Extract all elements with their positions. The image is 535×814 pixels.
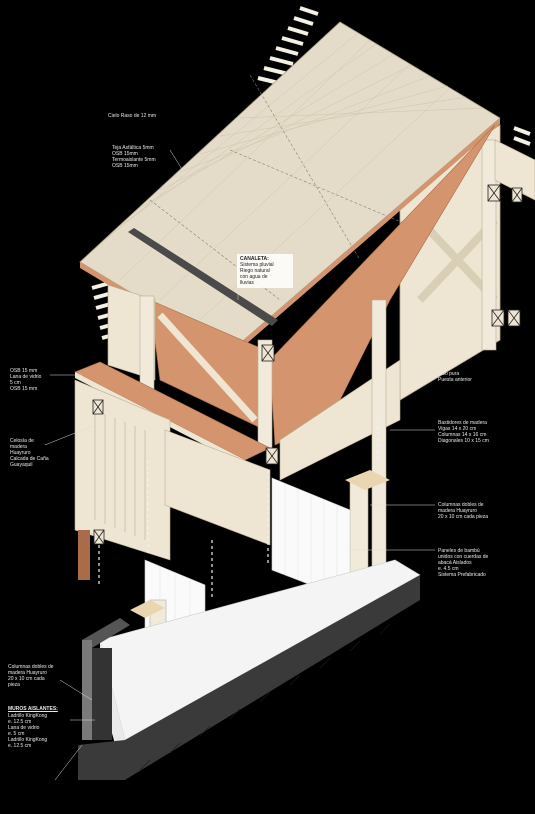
roof-edge-osb-right bbox=[230, 118, 500, 358]
column-cap-right bbox=[345, 470, 390, 490]
right-eave bbox=[494, 139, 535, 201]
label-canaleta-title: CANALETA: bbox=[240, 256, 269, 262]
left-gable-brace bbox=[157, 312, 258, 423]
foundation-front bbox=[125, 575, 420, 780]
right-column-lower bbox=[349, 479, 369, 581]
label-muros-desc: Ladrillo KingKong e. 12.5 cm Lana de vid… bbox=[8, 713, 48, 749]
celosia-lattice bbox=[94, 410, 146, 540]
foundation-hatch bbox=[139, 623, 391, 771]
gable-osb-panel bbox=[269, 124, 496, 446]
left-wall-base-column bbox=[78, 530, 90, 580]
insulating-wall-face bbox=[92, 648, 112, 740]
insulating-wall-side bbox=[82, 640, 92, 740]
label-muros-title: MUROS AISLANTES: bbox=[8, 706, 58, 712]
label-canaleta-desc: Sistema pluvial Riego natural con agua d… bbox=[240, 262, 274, 286]
label-bastidores: Bastidores de madera Vigas 14 x 20 cm Co… bbox=[438, 420, 489, 444]
label-cielo-raso: Cielo Raso de 12 mm bbox=[108, 113, 157, 119]
canaleta-gutter bbox=[128, 228, 278, 326]
right-main-wall bbox=[279, 359, 401, 481]
label-columnas-dobles-izq: Columnas dobles de madera Huayruro 20 x … bbox=[8, 664, 54, 688]
column-cap bbox=[130, 600, 165, 618]
connector-brackets bbox=[92, 184, 523, 545]
label-entrepiso: OSB 15 mm Lana de vidrio 5 cm OSB 15 mm bbox=[10, 368, 42, 392]
lower-mid-wall bbox=[164, 429, 271, 546]
foundation-base-left bbox=[78, 740, 125, 780]
label-piso: Piso pura Puesta anterior bbox=[438, 371, 472, 383]
alignment-dashes bbox=[98, 420, 379, 600]
label-cubierta: Teja Asfáltica 5mm OSB 15mm Termoaislant… bbox=[112, 145, 156, 169]
label-paneles: Paneles de bambú unidos con cuerdas de a… bbox=[438, 548, 489, 578]
label-columnas-dobles-der: Columnas dobles de madera Huayruro 20 x … bbox=[438, 502, 489, 520]
label-celosia: Celosía de madera Huayruro Calcada de Ca… bbox=[10, 438, 49, 468]
canaleta-label-bg bbox=[237, 254, 293, 288]
right-double-column bbox=[371, 299, 387, 581]
lower-left-wall bbox=[74, 379, 171, 561]
insulating-wall bbox=[82, 618, 130, 648]
